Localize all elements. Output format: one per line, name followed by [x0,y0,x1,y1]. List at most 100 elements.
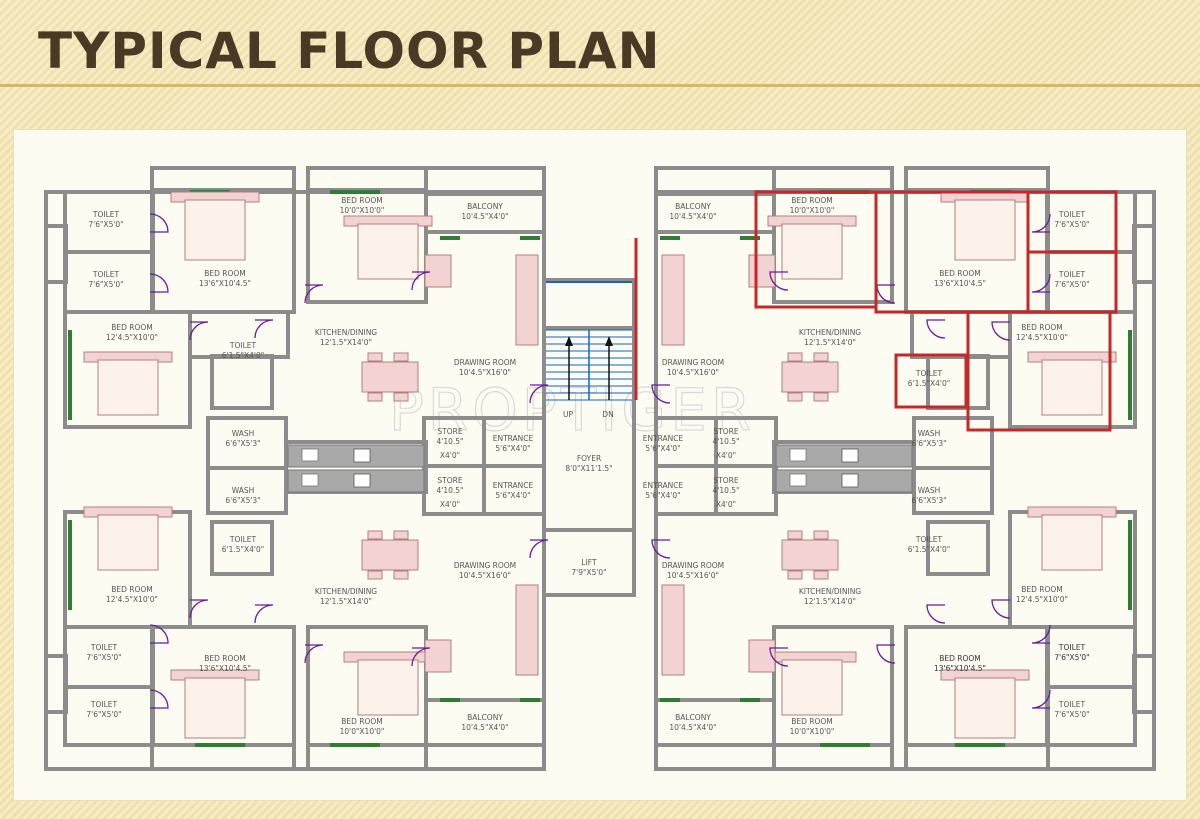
room-name: BED ROOM [204,654,246,663]
room-dimension: 6'1.5"X4'0" [908,379,950,388]
dining-chair [393,570,409,580]
room-wall-left [210,354,274,410]
room-dimension: 6'1.5"X4'0" [222,351,264,360]
stair-core-wall [542,278,636,330]
door-swing [254,319,274,339]
kitchen-sink [301,473,319,487]
room-dimension: 6'1.5"X4'0" [222,545,264,554]
dining-chair [367,392,383,402]
floor-plan-drawing: PROPTIGER TOILET7'6"X5'0"TOILET7'6"X5'0"… [44,166,1156,771]
room-wall-left [150,166,296,192]
dining-table [361,539,419,571]
room-name: BED ROOM [1021,323,1063,332]
bed [781,659,843,716]
sofa [748,639,776,673]
room-dimension: 7'6"X5'0" [1054,710,1089,719]
kitchen-hob [841,448,859,463]
room-name: BED ROOM [204,269,246,278]
room-dimension: 7'9"X5'0" [571,568,606,577]
sofa [515,254,539,346]
room-name: DRAWING ROOM [662,561,724,570]
room-name: BED ROOM [791,717,833,726]
room-name: ENTRANCE [643,481,684,490]
room-name: LIFT [581,558,597,567]
room-dimension: 7'6"X5'0" [1054,280,1089,289]
room-name: STORE [437,476,462,485]
room-dimension: 5'6"X4'0" [645,444,680,453]
room-dimension: 7'6"X5'0" [1054,653,1089,662]
room-dimension: 7'6"X5'0" [86,710,121,719]
room-dimension: 10'0"X10'0" [790,206,835,215]
dining-chair [813,392,829,402]
door-swing [149,689,169,709]
dining-chair [393,530,409,540]
room-name: KITCHEN/DINING [315,587,377,596]
bed [184,677,246,739]
room-dimension: 4'10.5" [437,486,464,495]
room-dimension: 12'4.5"X10'0" [1016,333,1068,342]
room-wall-left [482,464,546,516]
door-swing [149,624,169,644]
room-dimension: 12'4.5"X10'0" [106,333,158,342]
room-wall-left [150,743,296,771]
dining-chair [813,530,829,540]
door-swing [876,644,896,664]
store-dimension: X4'0" [440,451,460,460]
door-swing [254,604,274,624]
room-name: ENTRANCE [493,434,534,443]
room-name: BED ROOM [939,654,981,663]
dining-chair [813,570,829,580]
store-dimension: X4'0" [716,500,736,509]
room-dimension: 10'4.5"X16'0" [667,571,719,580]
room-dimension: 13'6"X10'4.5" [934,664,986,673]
door-swing [304,284,324,304]
kitchen-sink [789,473,807,487]
bed [1041,359,1103,416]
room-wall-right [904,743,1050,771]
room-name: KITCHEN/DINING [315,328,377,337]
room-dimension: 4'10.5" [713,437,740,446]
kitchen-hob [353,448,371,463]
room-name: BALCONY [675,202,711,211]
room-dimension: 12'1.5"X14'0" [804,338,856,347]
door-swing [926,604,946,624]
room-name: TOILET [229,341,257,350]
door-swing [529,539,549,559]
room-dimension: 6'6"X5'3" [225,439,260,448]
room-name: TOILET [1058,210,1086,219]
room-name: ENTRANCE [493,481,534,490]
room-wall-left [306,166,428,192]
room-wall-left [424,743,546,771]
room-name: STORE [713,427,738,436]
room-wall-left [424,190,546,234]
room-name: BALCONY [467,713,503,722]
room-name: TOILET [1058,700,1086,709]
watermark: PROPTIGER [389,376,755,444]
door-swing [189,599,209,619]
room-name: STORE [437,427,462,436]
room-name: TOILET [229,535,257,544]
dining-table [361,361,419,393]
room-wall-right [926,520,990,576]
room-wall-right [772,743,894,771]
room-name: BED ROOM [791,196,833,205]
room-name: BED ROOM [111,323,153,332]
kitchen-hob [841,473,859,488]
bed [954,199,1016,261]
room-name: BALCONY [467,202,503,211]
